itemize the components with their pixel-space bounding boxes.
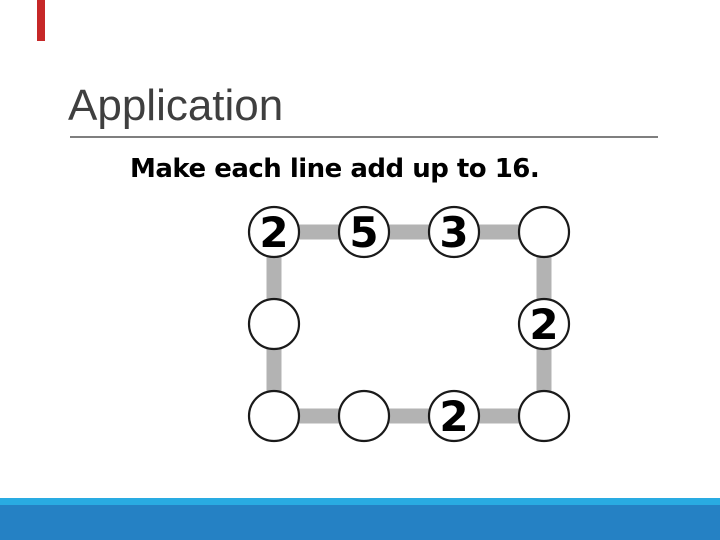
slide-title: Application bbox=[68, 81, 284, 130]
puzzle-node-left-mid bbox=[247, 297, 301, 351]
footer-band-light bbox=[0, 498, 720, 505]
puzzle-node-value-top-2: 5 bbox=[349, 208, 378, 257]
puzzle-node-top-3 bbox=[427, 205, 481, 259]
instruction-text: Make each line add up to 16. bbox=[130, 154, 540, 184]
footer-band-dark bbox=[0, 505, 720, 540]
puzzle-node-top-2 bbox=[337, 205, 391, 259]
red-accent-tab bbox=[37, 0, 45, 41]
puzzle-node-value-top-3: 3 bbox=[439, 208, 468, 257]
puzzle-node-value-bottom-3: 2 bbox=[439, 392, 468, 441]
puzzle-node-top-1 bbox=[247, 205, 301, 259]
puzzle-node-value-right-mid: 2 bbox=[529, 300, 558, 349]
puzzle-node-top-4 bbox=[517, 205, 571, 259]
connector-bar bbox=[274, 408, 544, 424]
puzzle-node-bottom-4 bbox=[517, 389, 571, 443]
puzzle-node-bottom-2 bbox=[337, 389, 391, 443]
puzzle-node-bottom-1 bbox=[247, 389, 301, 443]
puzzle-node-right-mid bbox=[517, 297, 571, 351]
puzzle-node-bottom-3 bbox=[427, 389, 481, 443]
connector-bar bbox=[274, 224, 544, 240]
puzzle-node-value-top-1: 2 bbox=[259, 208, 288, 257]
title-underline bbox=[70, 136, 658, 138]
